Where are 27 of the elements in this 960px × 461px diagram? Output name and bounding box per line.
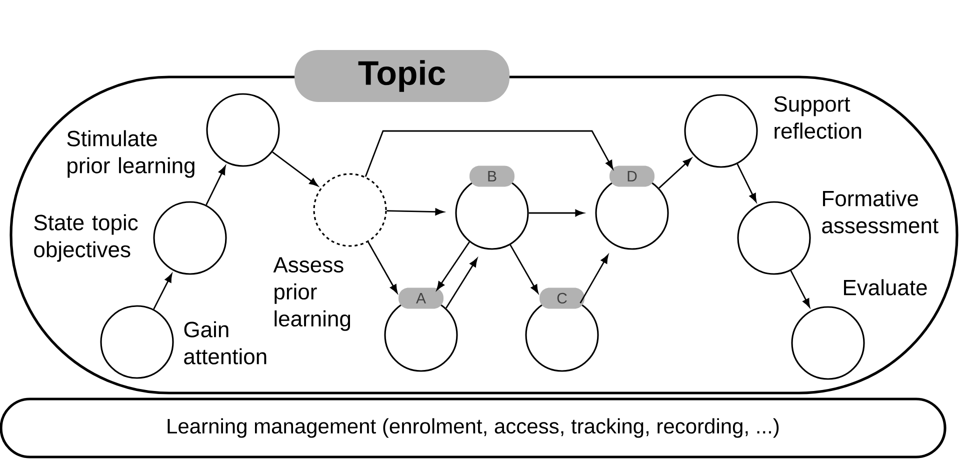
step-label: Evaluate: [844, 279, 927, 296]
arrow: [272, 151, 318, 186]
letter-tag: B: [470, 166, 514, 187]
management-band: Learning management (enrolment, access, tracking, recording, ...): [0, 398, 946, 458]
step-label: Stimulate prior learning: [67, 130, 194, 178]
step-label: Formative assessment: [822, 190, 938, 234]
arrow: [658, 158, 692, 189]
arrow: [736, 164, 757, 202]
arrow: [528, 210, 584, 216]
arrow: [510, 244, 538, 294]
step-label: Gain attention: [184, 321, 266, 364]
arrow: [364, 130, 614, 177]
arrow: [386, 208, 444, 216]
letter-tag: D: [610, 166, 654, 187]
letter-tag: C: [540, 288, 584, 309]
step-label: State topic objectives: [34, 214, 138, 262]
letter-tag: A: [398, 288, 444, 309]
arrow: [206, 166, 226, 206]
arrow: [446, 258, 478, 308]
arrow: [580, 254, 608, 304]
topic-tab: Topic: [294, 50, 510, 102]
arrow: [790, 270, 810, 308]
step-label: Support reflection: [774, 96, 862, 139]
arrow: [368, 242, 398, 294]
arrow: [436, 242, 470, 290]
arrow: [153, 274, 172, 310]
step-label: Assess prior learning: [273, 257, 350, 331]
